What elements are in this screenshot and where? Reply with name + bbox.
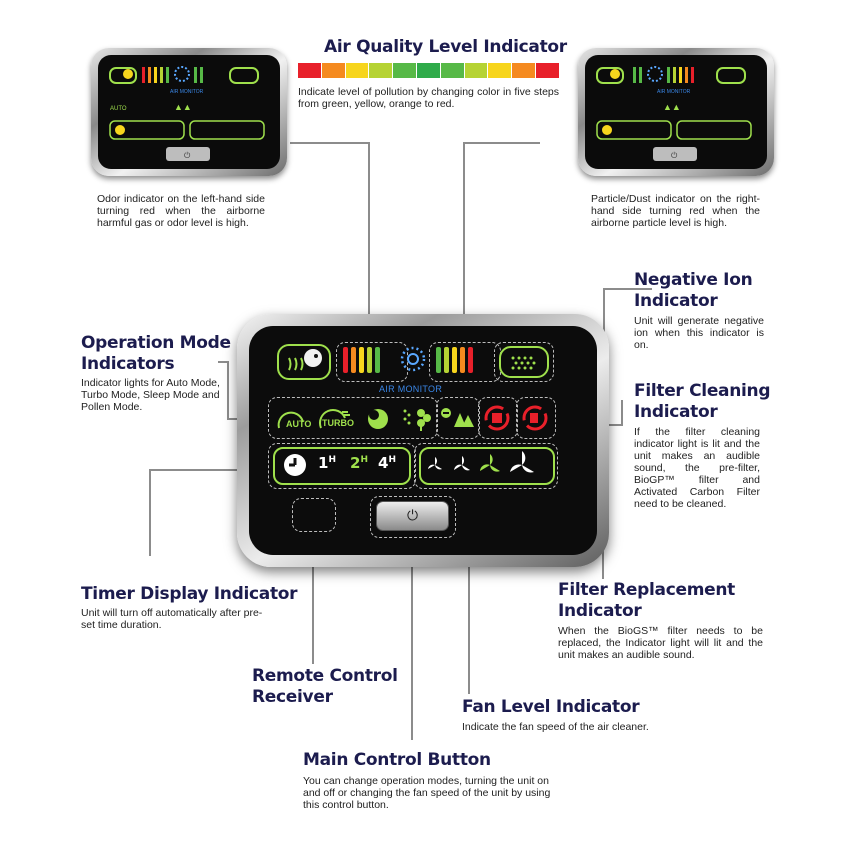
timer-connector: [149, 469, 268, 556]
svg-text:▲▲: ▲▲: [174, 102, 192, 112]
particle-sensor-icon: [499, 346, 549, 378]
odor-level-group: [336, 342, 408, 382]
clock-icon: [282, 452, 308, 483]
auto-mode-icon: AUTO: [276, 408, 316, 435]
operation-mode-group: [268, 397, 438, 439]
odor-bars-bar-4: [367, 347, 372, 373]
main-control-button-group: [370, 496, 456, 538]
particle-bars-bar-1: [436, 347, 441, 373]
air-quality-color-scale: [298, 63, 559, 78]
scale-step-8: [464, 63, 488, 78]
particle-bars-bar-4: [460, 347, 465, 373]
particle-bars-bar-3: [452, 347, 457, 373]
timer-1h-label: 1H: [318, 454, 336, 472]
sleep-mode-icon: [365, 405, 391, 436]
svg-text:AIR MONITOR: AIR MONITOR: [657, 89, 691, 95]
scale-step-10: [512, 63, 535, 78]
fan-level-group: [414, 443, 558, 489]
timer-display: [273, 447, 411, 485]
odor-bars-bar-3: [359, 347, 364, 373]
fan-speed-4-icon: [507, 450, 537, 485]
operation-mode-description: Indicator lights for Auto Mode, Turbo Mo…: [81, 377, 220, 413]
timer-group: [268, 443, 416, 489]
negative-ion-description: Unit will generate negative ion when thi…: [634, 315, 764, 351]
scale-step-5: [393, 63, 416, 78]
odor-indicator-description: Odor indicator on the left-hand side tur…: [97, 193, 265, 229]
main-control-button-description: You can change operation modes, turning …: [303, 775, 551, 811]
filter-cleaning-description: If the filter cleaning indicator light i…: [634, 426, 760, 510]
odor-sensor-icon: [277, 344, 331, 380]
filter-cleaning-group: [478, 397, 518, 439]
scale-step-6: [416, 63, 440, 78]
svg-text:AUTO: AUTO: [110, 106, 127, 112]
air-monitor-label: AIR MONITOR: [379, 384, 443, 394]
odor-level-bars: [343, 347, 380, 373]
filter-cleaning-icon: [482, 403, 512, 438]
power-icon: ⏻: [406, 507, 419, 523]
timer-4h-label: 4H: [378, 454, 396, 472]
particle-bars-bar-5: [468, 347, 473, 373]
odor-connector: [290, 142, 370, 330]
odor-bars-bar-1: [343, 347, 348, 373]
fan-speed-2-icon: [452, 455, 472, 480]
air-quality-description: Indicate level of pollution by changing …: [298, 86, 559, 110]
pollen-mode-icon: [401, 405, 433, 436]
timer-display-description: Unit will turn off automatically after p…: [81, 607, 263, 631]
svg-text:▲▲: ▲▲: [663, 102, 681, 112]
fan-speed-1-icon: [426, 456, 444, 479]
particle-indicator-description: Particle/Dust indicator on the right-han…: [591, 193, 760, 229]
scale-step-9: [488, 63, 512, 78]
negative-ion-sun-icon: [398, 344, 428, 379]
particle-level-bars: [436, 347, 473, 373]
particle-sensor-group: [494, 342, 554, 382]
particle-thumbnail-device: AIR MONITOR ▲▲ ⏻: [578, 48, 774, 176]
svg-text:TURBO: TURBO: [322, 418, 354, 428]
remote-control-receiver: [292, 498, 336, 532]
scale-step-7: [440, 63, 464, 78]
scale-step-4: [369, 63, 393, 78]
filter-replacement-group: [516, 397, 556, 439]
scale-step-3: [345, 63, 369, 78]
svg-text:⏻: ⏻: [671, 151, 678, 160]
odor-bars-bar-5: [375, 347, 380, 373]
odor-bars-bar-2: [351, 347, 356, 373]
particle-bars-bar-2: [444, 347, 449, 373]
negative-ion-tree-icon: [440, 405, 474, 436]
fan-level-display: [419, 447, 555, 485]
particle-thumbnail-screen-icons: AIR MONITOR ▲▲ ⏻: [596, 66, 752, 161]
air-quality-title: Air Quality Level Indicator: [324, 37, 567, 57]
filter-replacement-icon: [520, 403, 550, 438]
filter-replacement-description: When the BioGS™ filter needs to be repla…: [558, 625, 763, 661]
odor-thumbnail-screen-icons: AIR MONITOR AUTO ▲▲ ⏻: [109, 66, 265, 161]
scale-step-2: [321, 63, 345, 78]
particle-connector: [463, 142, 540, 330]
fan-speed-3-icon: [478, 453, 502, 482]
fan-level-title: Fan Level Indicator: [462, 697, 640, 717]
negative-ion-group: [436, 397, 480, 439]
turbo-mode-icon: TURBO: [318, 406, 358, 435]
timer-display-title: Timer Display Indicator: [81, 584, 298, 604]
scale-step-11: [535, 63, 559, 78]
odor-thumbnail-device: AIR MONITOR AUTO ▲▲ ⏻: [91, 48, 287, 176]
scale-step-1: [298, 63, 321, 78]
svg-text:⏻: ⏻: [184, 151, 191, 160]
timer-2h-label: 2H: [350, 454, 368, 472]
main-control-button-title: Main Control Button: [303, 750, 491, 770]
svg-text:AIR MONITOR: AIR MONITOR: [170, 89, 204, 95]
fan-level-description: Indicate the fan speed of the air cleane…: [462, 721, 649, 733]
svg-text:AUTO: AUTO: [286, 419, 311, 429]
main-control-button[interactable]: ⏻: [376, 501, 449, 531]
